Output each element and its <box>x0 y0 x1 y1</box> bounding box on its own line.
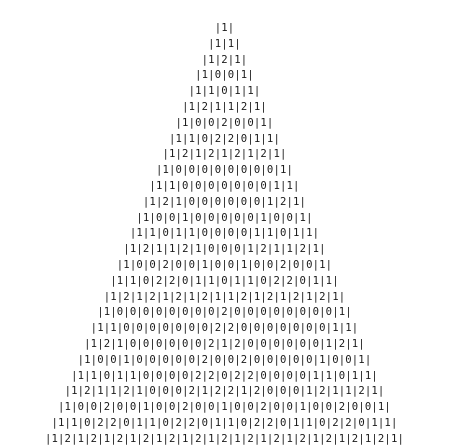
triangle-row-19: |1|0|0|0|0|0|0|0|0|2|0|0|0|0|0|0|0|0|1| <box>97 306 352 319</box>
triangle-row-17: |1|1|0|2|2|0|1|1|0|1|1|0|2|2|0|1|1| <box>110 274 339 287</box>
triangle-row-8: |1|1|0|2|2|0|1|1| <box>169 132 280 145</box>
triangle-row-25: |1|0|0|2|0|0|1|0|0|2|0|0|1|0|0|2|0|0|1|0… <box>58 401 391 414</box>
triangle-row-15: |1|2|1|1|2|1|0|0|0|1|2|1|1|2|1| <box>123 243 326 256</box>
triangle-row-18: |1|2|1|2|1|2|1|2|1|1|2|1|2|1|2|1|2|1| <box>103 290 346 303</box>
triangle-row-13: |1|0|0|1|0|0|0|0|0|1|0|0|1| <box>136 211 313 224</box>
triangle-row-24: |1|2|1|1|2|1|0|0|0|2|1|2|2|1|2|0|0|0|1|2… <box>64 385 385 398</box>
triangle-row-12: |1|2|1|0|0|0|0|0|0|1|2|1| <box>142 195 307 208</box>
triangle-row-6: |1|2|1|1|2|1| <box>182 100 267 113</box>
triangle-row-14: |1|1|0|1|1|0|0|0|0|1|1|0|1|1| <box>129 227 320 240</box>
triangle-row-27: |1|2|1|2|1|2|1|2|1|2|1|2|1|2|1|2|1|2|1|2… <box>44 432 405 445</box>
triangle-row-3: |1|2|1| <box>201 53 248 66</box>
triangle-row-11: |1|1|0|0|0|0|0|0|0|1|1| <box>149 179 300 192</box>
triangle-row-20: |1|1|0|0|0|0|0|0|0|2|2|0|0|0|0|0|0|0|1|1… <box>90 322 359 335</box>
triangle-row-2: |1|1| <box>208 37 241 50</box>
triangle-row-22: |1|0|0|1|0|0|0|0|0|2|0|0|2|0|0|0|0|0|1|0… <box>77 353 372 366</box>
triangle-row-4: |1|0|0|1| <box>195 69 254 82</box>
triangle-row-7: |1|0|0|2|0|0|1| <box>175 116 274 129</box>
triangle-row-23: |1|1|0|1|1|0|0|0|0|2|2|0|2|2|0|0|0|0|1|1… <box>71 369 378 382</box>
triangle-row-10: |1|0|0|0|0|0|0|0|0|1| <box>155 164 294 177</box>
triangle-row-1: |1| <box>214 22 235 34</box>
triangle-row-26: |1|1|0|2|2|0|1|1|0|2|2|0|1|1|0|2|2|0|1|1… <box>51 416 398 429</box>
pascal-triangle-mod-3: |1| |1|1| |1|2|1| |1|0|0|1| |1|1|0|1|1| |1|2|… <box>0 21 449 448</box>
triangle-row-21: |1|2|1|0|0|0|0|0|0|2|1|2|0|0|0|0|0|0|1|2… <box>84 337 365 350</box>
triangle-row-5: |1|1|0|1|1| <box>188 85 261 98</box>
triangle-row-9: |1|2|1|2|1|2|1|2|1| <box>162 148 287 161</box>
triangle-row-16: |1|0|0|2|0|0|1|0|0|1|0|0|2|0|0|1| <box>116 258 333 271</box>
